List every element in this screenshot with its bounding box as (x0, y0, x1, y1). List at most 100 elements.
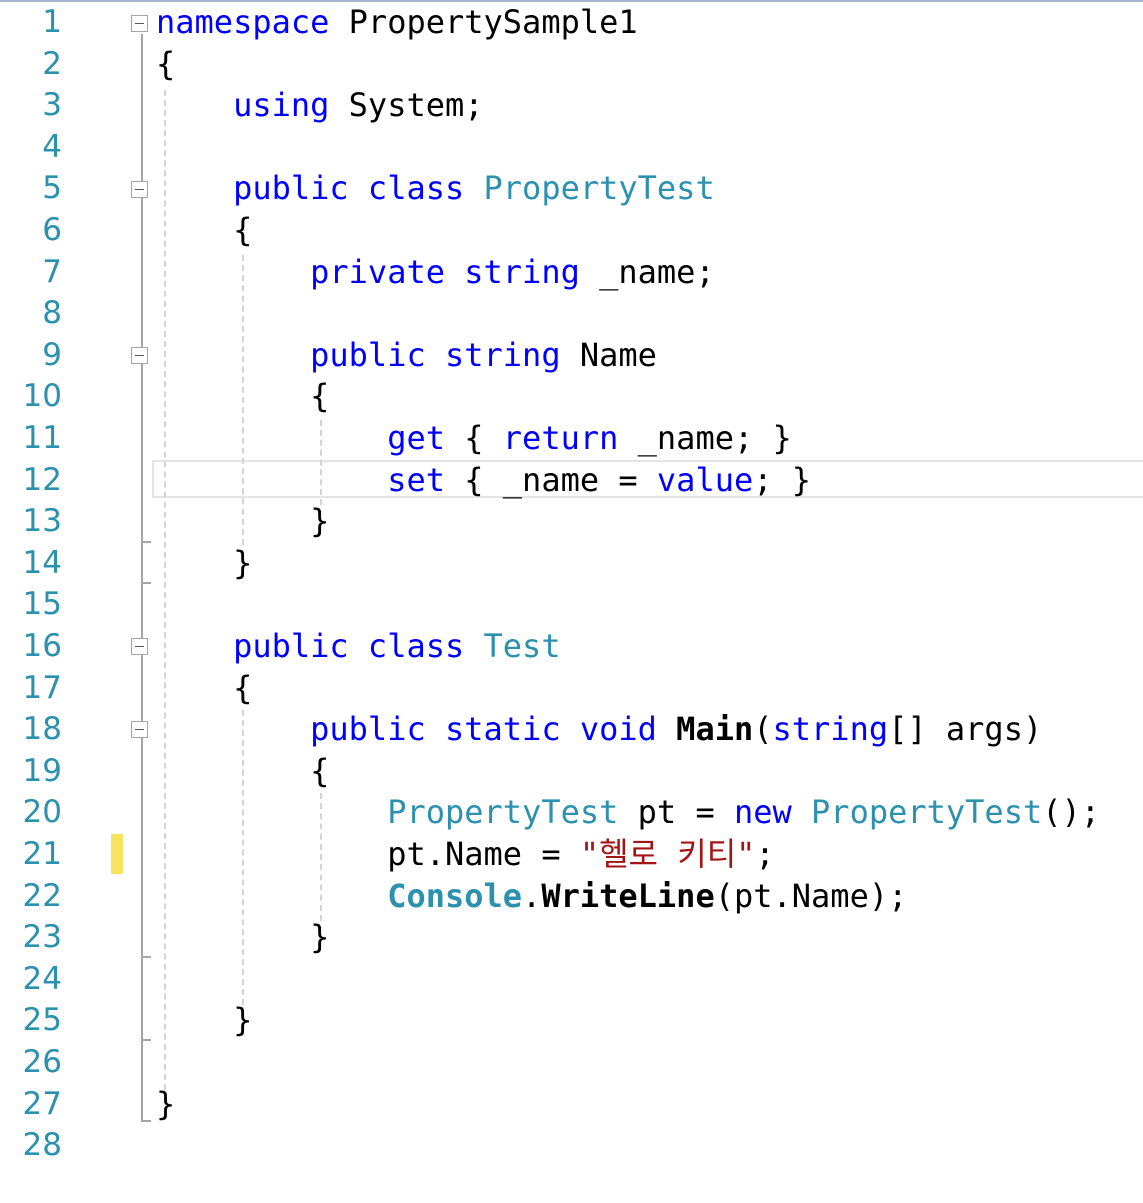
collapse-name-property-icon[interactable] (131, 347, 148, 364)
line-number: 15 (22, 586, 62, 623)
code-token (156, 253, 310, 291)
code-token: _name; (579, 252, 715, 291)
code-line[interactable]: 9 public string Name (0, 333, 1143, 375)
code-text: get { return _name; } (156, 418, 792, 459)
code-token (426, 336, 445, 374)
code-text: public static void Main(string[] args) (156, 709, 1042, 750)
code-token: { (156, 751, 330, 790)
code-line[interactable]: 28 (0, 1123, 1143, 1165)
outline-end-propertytest-name (141, 541, 151, 543)
code-text: } (156, 1000, 252, 1041)
code-token (156, 627, 233, 665)
code-line[interactable]: 18 public static void Main(string[] args… (0, 707, 1143, 749)
code-line[interactable]: 20 PropertyTest pt = new PropertyTest(); (0, 790, 1143, 832)
code-line[interactable]: 2{ (0, 42, 1143, 84)
code-token (464, 627, 483, 665)
code-token (156, 793, 387, 831)
code-token: WriteLine (541, 876, 715, 915)
code-line[interactable]: 13 } (0, 499, 1143, 541)
code-line[interactable]: 12 set { _name = value; } (0, 458, 1143, 500)
collapse-propertytest-icon[interactable] (131, 181, 148, 198)
line-number: 24 (22, 960, 62, 997)
code-token: using (233, 86, 330, 125)
code-text: { (156, 668, 252, 709)
code-token: PropertyTest (811, 793, 1043, 832)
collapse-main-icon[interactable] (131, 721, 148, 738)
code-token: } (156, 1001, 253, 1040)
outline-end-test-class (141, 1039, 151, 1041)
line-number: 6 (42, 212, 62, 248)
code-token: "헬로 키티" (579, 835, 756, 873)
code-line[interactable]: 26 (0, 1040, 1143, 1082)
code-token: string (464, 252, 580, 291)
outline-end-propertytest-class (141, 582, 151, 584)
code-token: (pt.Name); (714, 876, 908, 915)
code-line[interactable]: 5 public class PropertyTest (0, 166, 1143, 208)
collapse-namespace-icon[interactable] (131, 15, 148, 32)
code-token (464, 169, 483, 207)
code-line[interactable]: 4 (0, 125, 1143, 167)
code-token: } (156, 502, 330, 541)
indent-guide-namespace (164, 90, 166, 1090)
code-text: Console.WriteLine(pt.Name); (156, 876, 907, 917)
current-line-highlight (152, 460, 1143, 498)
code-token: new (733, 793, 792, 832)
code-token (156, 710, 310, 748)
indent-guide-propertytest (242, 255, 244, 545)
code-token: public (310, 710, 426, 749)
code-line[interactable]: 24 (0, 957, 1143, 999)
code-token: { (156, 377, 330, 416)
code-line[interactable]: 16 public class Test (0, 624, 1143, 666)
code-token: value (656, 460, 754, 499)
code-token (561, 710, 580, 748)
line-number: 26 (22, 1044, 62, 1080)
code-token: _name; } (618, 419, 792, 457)
code-token: public (233, 169, 349, 208)
code-token (156, 461, 387, 499)
line-number: 11 (22, 420, 62, 456)
indent-guide-name-property (320, 420, 322, 505)
code-token (349, 169, 368, 207)
code-line[interactable]: 22 Console.WriteLine(pt.Name); (0, 874, 1143, 916)
code-token: ; } (753, 460, 812, 499)
code-line[interactable]: 10 { (0, 374, 1143, 416)
code-line[interactable]: 17 { (0, 666, 1143, 708)
code-text: } (156, 543, 252, 584)
line-number: 10 (22, 378, 62, 415)
line-number: 27 (22, 1085, 62, 1122)
code-text: public class Test (156, 626, 561, 667)
code-token: pt = (618, 793, 734, 832)
code-line[interactable]: 11 get { return _name; } (0, 416, 1143, 458)
code-line[interactable]: 14 } (0, 541, 1143, 583)
line-number: 14 (22, 544, 62, 581)
code-line[interactable]: 23 } (0, 915, 1143, 957)
code-token (349, 627, 368, 665)
indent-guide-main (320, 793, 322, 921)
code-text: { (156, 376, 329, 417)
code-token: return (502, 419, 619, 457)
code-text: set { _name = value; } (156, 460, 811, 501)
code-token: public (233, 627, 349, 665)
code-token: get (387, 419, 445, 457)
code-token (792, 793, 811, 831)
code-line[interactable]: 6 { (0, 208, 1143, 250)
code-line[interactable]: 25 } (0, 998, 1143, 1040)
code-line[interactable]: 8 (0, 291, 1143, 333)
line-number: 22 (22, 877, 62, 914)
code-line[interactable]: 3 using System; (0, 83, 1143, 125)
code-token (156, 86, 233, 124)
code-line[interactable]: 19 { (0, 749, 1143, 791)
code-line[interactable]: 15 (0, 582, 1143, 624)
code-line[interactable]: 7 private string _name; (0, 250, 1143, 292)
code-line[interactable]: 21 pt.Name = "헬로 키티"; (0, 832, 1143, 874)
code-token: set (387, 460, 445, 499)
code-token: } (156, 543, 253, 582)
code-token: PropertyTest (387, 793, 619, 832)
line-number: 5 (42, 170, 62, 207)
collapse-test-icon[interactable] (131, 638, 148, 655)
code-text: using System; (156, 85, 483, 126)
code-line[interactable]: 27} (0, 1082, 1143, 1124)
code-text: } (156, 917, 329, 958)
